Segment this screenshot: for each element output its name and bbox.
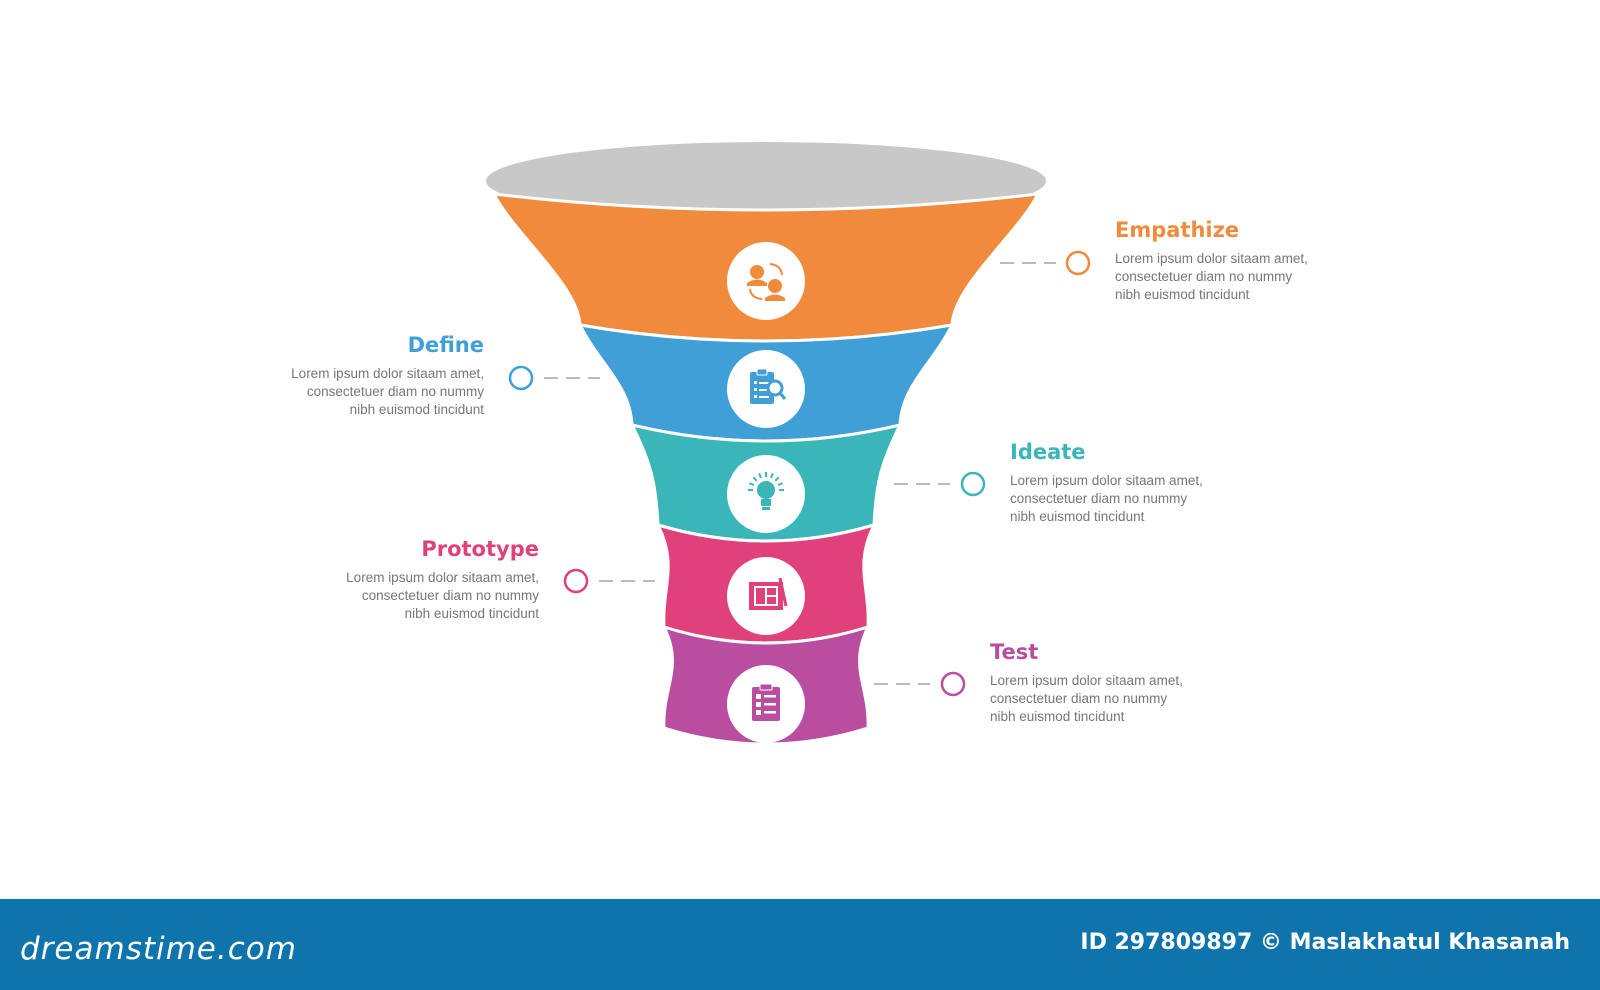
connector-prototype	[563, 568, 655, 594]
connectors	[508, 250, 1091, 697]
desc-line: nibh euismod tincidunt	[404, 606, 539, 621]
step-description: Lorem ipsum dolor sitaam amet, consectet…	[990, 672, 1230, 726]
connector-dot	[563, 568, 589, 594]
footer-bar: dreamstime.com ID 297809897 © Maslakhatu…	[0, 899, 1600, 990]
desc-line: Lorem ipsum dolor sitaam amet,	[1115, 251, 1308, 266]
connector-test	[874, 671, 966, 697]
funnel-rim	[486, 142, 1046, 220]
desc-line: Lorem ipsum dolor sitaam amet,	[1010, 473, 1203, 488]
step-description: Lorem ipsum dolor sitaam amet, consectet…	[1115, 250, 1355, 304]
connector-dot	[508, 365, 534, 391]
step-description: Lorem ipsum dolor sitaam amet, consectet…	[299, 569, 539, 623]
checklist-clipboard-icon	[727, 665, 805, 743]
clipboard-magnifier-icon	[727, 350, 805, 428]
step-description: Lorem ipsum dolor sitaam amet, consectet…	[244, 365, 484, 419]
step-label-define: Define Lorem ipsum dolor sitaam amet, co…	[244, 333, 484, 419]
desc-line: nibh euismod tincidunt	[990, 709, 1125, 724]
step-title: Prototype	[421, 537, 539, 561]
desc-line: Lorem ipsum dolor sitaam amet,	[346, 570, 539, 585]
connector-dot	[940, 671, 966, 697]
desc-line: consectetuer diam no nummy	[1115, 269, 1293, 284]
desc-line: nibh euismod tincidunt	[1115, 287, 1250, 302]
step-label-test: Test Lorem ipsum dolor sitaam amet, cons…	[990, 640, 1230, 726]
funnel-layers	[486, 142, 1046, 746]
desc-line: Lorem ipsum dolor sitaam amet,	[990, 673, 1183, 688]
brand-logo: dreamstime.com	[20, 931, 297, 967]
step-title: Empathize	[1115, 218, 1240, 242]
funnel-icons	[727, 242, 805, 743]
image-credit: ID 297809897 © Maslakhatul Khasanah	[1080, 930, 1570, 955]
connector-ideate	[894, 471, 986, 497]
desc-line: consectetuer diam no nummy	[990, 691, 1168, 706]
connector-dot	[1065, 250, 1091, 276]
step-label-ideate: Ideate Lorem ipsum dolor sitaam amet, co…	[1010, 440, 1250, 526]
blueprint-icon	[727, 557, 805, 635]
desc-line: nibh euismod tincidunt	[349, 402, 484, 417]
desc-line: consectetuer diam no nummy	[1010, 491, 1188, 506]
step-title: Define	[407, 333, 484, 357]
desc-line: Lorem ipsum dolor sitaam amet,	[291, 366, 484, 381]
connector-define	[508, 365, 600, 391]
connector-empathize	[1000, 250, 1091, 276]
connector-dot	[960, 471, 986, 497]
step-title: Test	[990, 640, 1039, 664]
desc-line: consectetuer diam no nummy	[306, 384, 484, 399]
desc-line: consectetuer diam no nummy	[361, 588, 539, 603]
empathy-heads-icon	[727, 242, 805, 320]
step-label-empathize: Empathize Lorem ipsum dolor sitaam amet,…	[1115, 218, 1355, 304]
step-label-prototype: Prototype Lorem ipsum dolor sitaam amet,…	[299, 537, 539, 623]
lightbulb-icon	[727, 455, 805, 533]
desc-line: nibh euismod tincidunt	[1010, 509, 1145, 524]
step-description: Lorem ipsum dolor sitaam amet, consectet…	[1010, 472, 1250, 526]
step-title: Ideate	[1010, 440, 1086, 464]
